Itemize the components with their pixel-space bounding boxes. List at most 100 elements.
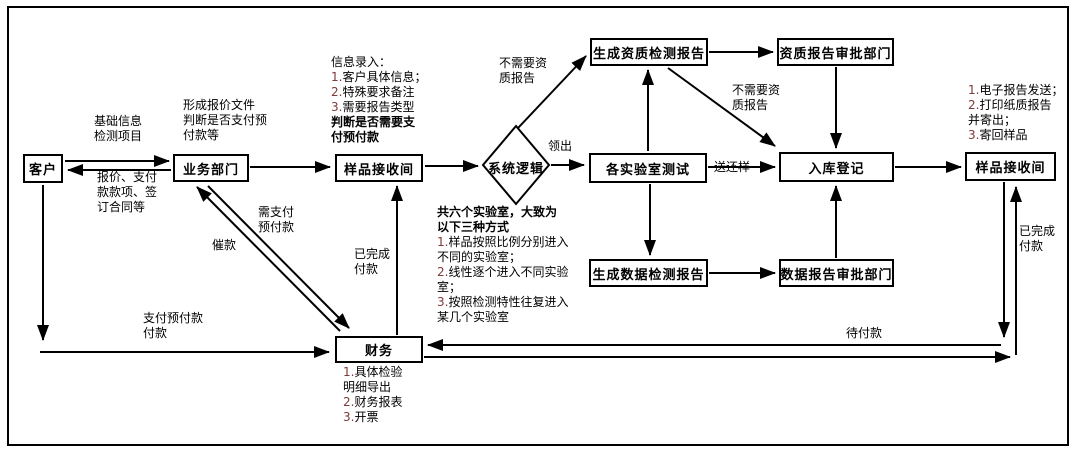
node-gen-qual-report: 生成资质检测报告 bbox=[590, 38, 708, 66]
note-line: 3.开票 bbox=[343, 410, 402, 425]
note-line: 2.财务报表 bbox=[343, 395, 402, 410]
note-line: 以下三种方式 bbox=[437, 220, 568, 235]
list-number: 3. bbox=[437, 295, 449, 309]
note-text: 不同的实验室； bbox=[437, 250, 522, 264]
note-line: 1.样品按照比例分别进入 bbox=[437, 235, 568, 250]
label-form-quote: 形成报价文件 判断是否支付预 付款等 bbox=[183, 98, 267, 143]
node-customer: 客户 bbox=[23, 154, 63, 183]
label-take-out: 领出 bbox=[548, 139, 573, 153]
note-line: 3.需要报告类型 bbox=[331, 100, 426, 115]
note-line: 2.线性逐个进入不同实验 bbox=[437, 265, 568, 280]
note-text: 线性逐个进入不同实验 bbox=[448, 265, 569, 279]
node-sample-right: 样品接收间 bbox=[965, 152, 1056, 181]
note-text: 判断是否需要支 bbox=[331, 115, 416, 129]
list-number: 3. bbox=[968, 128, 980, 142]
label-line: 报价、支付 bbox=[97, 170, 158, 184]
note-text: 明细导出 bbox=[343, 380, 392, 394]
note-text: 并寄出； bbox=[968, 113, 1017, 127]
label-line: 质报告 bbox=[732, 98, 769, 112]
list-number: 1. bbox=[331, 70, 343, 84]
label-line: 形成报价文件 bbox=[183, 98, 256, 112]
list-number: 2. bbox=[331, 85, 343, 99]
label-pending-pay: 待付款 bbox=[846, 326, 883, 340]
label-line: 不需要资 bbox=[732, 83, 781, 97]
node-finance: 财务 bbox=[335, 336, 423, 363]
note-line: 3.寄回样品 bbox=[968, 128, 1063, 143]
label-done-pay-left: 已完成 付款 bbox=[354, 247, 390, 277]
label-line: 质报告 bbox=[499, 71, 536, 85]
label-line: 订合同等 bbox=[97, 200, 146, 214]
label-line: 检测项目 bbox=[94, 129, 143, 143]
note-line: 共六个实验室，大致为 bbox=[437, 205, 568, 220]
edge-business-to-finance bbox=[207, 185, 350, 329]
note-text: 特殊要求备注 bbox=[342, 85, 415, 99]
label-done-pay-right: 已完成 付款 bbox=[1019, 224, 1055, 254]
node-system-logic-label: 系统逻辑 bbox=[487, 162, 544, 177]
note-line: 判断是否需要支 bbox=[331, 115, 426, 130]
note-line: 2.特殊要求备注 bbox=[331, 85, 426, 100]
note-text: 某几个实验室 bbox=[437, 310, 510, 324]
label-line: 不需要资 bbox=[499, 56, 548, 70]
note-text: 打印纸质报告 bbox=[979, 98, 1052, 112]
label-line: 付款等 bbox=[183, 128, 220, 142]
label-line: 付款 bbox=[143, 326, 168, 340]
note-line: 付预付款 bbox=[331, 130, 426, 145]
note-report-send: 1.电子报告发送； 2.打印纸质报告 并寄出； 3.寄回样品 bbox=[968, 83, 1063, 143]
note-finance-tasks: 1.具体检验 明细导出 2.财务报表 3.开票 bbox=[343, 365, 402, 425]
label-basic-info: 基础信息 检测项目 bbox=[94, 114, 142, 144]
list-number: 2. bbox=[343, 395, 355, 409]
note-info-entry: 信息录入： 1.客户具体信息； 2.特殊要求备注 3.需要报告类型 判断是否需要… bbox=[331, 55, 426, 145]
note-text: 以下三种方式 bbox=[437, 220, 510, 234]
note-text: 样品按照比例分别进入 bbox=[448, 235, 569, 249]
note-text: 按照检测特性往复进入 bbox=[448, 295, 569, 309]
label-line: 需支付 bbox=[258, 205, 295, 219]
node-system-logic-diamond bbox=[481, 124, 551, 206]
note-line: 2.打印纸质报告 bbox=[968, 98, 1063, 113]
node-business: 业务部门 bbox=[173, 154, 249, 182]
node-warehouse: 入库登记 bbox=[779, 152, 894, 182]
note-text: 信息录入： bbox=[331, 55, 392, 69]
node-data-approval: 数据报告审批部门 bbox=[779, 259, 894, 287]
label-return-sample: 送还样 bbox=[714, 160, 751, 174]
list-number: 3. bbox=[343, 410, 355, 424]
node-gen-data-report: 生成数据检测报告 bbox=[589, 259, 708, 287]
node-sample-left: 样品接收间 bbox=[335, 154, 423, 182]
label-line: 基础信息 bbox=[94, 114, 143, 128]
node-labs: 各实验室测试 bbox=[589, 153, 707, 183]
list-number: 1. bbox=[968, 83, 980, 97]
note-text: 室； bbox=[437, 280, 462, 294]
label-need-prepay: 需支付 预付款 bbox=[258, 205, 294, 235]
note-line: 1.客户具体信息； bbox=[331, 70, 426, 85]
note-text: 寄回样品 bbox=[979, 128, 1028, 142]
note-six-labs: 共六个实验室，大致为 以下三种方式 1.样品按照比例分别进入 不同的实验室； 2… bbox=[437, 205, 568, 325]
label-urge-pay: 催款 bbox=[212, 238, 237, 252]
label-line: 付款 bbox=[1019, 239, 1044, 253]
label-line: 支付预付款 bbox=[143, 311, 204, 325]
label-line: 已完成 bbox=[354, 247, 391, 261]
node-qual-approval: 资质报告审批部门 bbox=[777, 38, 894, 66]
note-line: 1.具体检验 bbox=[343, 365, 402, 380]
label-quote-pay: 报价、支付 款款项、签 订合同等 bbox=[97, 170, 157, 215]
note-text: 付预付款 bbox=[331, 130, 380, 144]
note-text: 财务报表 bbox=[354, 395, 403, 409]
label-line: 预付款 bbox=[258, 220, 295, 234]
edge-logic-to-gen-qual bbox=[517, 55, 587, 129]
note-line: 3.按照检测特性往复进入 bbox=[437, 295, 568, 310]
list-number: 1. bbox=[343, 365, 355, 379]
note-line: 某几个实验室 bbox=[437, 310, 568, 325]
list-number: 2. bbox=[437, 265, 449, 279]
note-text: 共六个实验室，大致为 bbox=[437, 205, 558, 219]
label-line: 判断是否支付预 bbox=[183, 113, 268, 127]
list-number: 1. bbox=[437, 235, 449, 249]
list-number: 2. bbox=[968, 98, 980, 112]
label-pay-prepay: 支付预付款 付款 bbox=[143, 311, 203, 341]
label-line: 已完成 bbox=[1019, 224, 1056, 238]
note-line: 信息录入： bbox=[331, 55, 426, 70]
label-no-qual-report-1: 不需要资 质报告 bbox=[499, 56, 547, 86]
edge-finance-to-business bbox=[196, 186, 341, 332]
note-text: 开票 bbox=[354, 410, 379, 424]
note-text: 具体检验 bbox=[354, 365, 403, 379]
note-line: 不同的实验室； bbox=[437, 250, 568, 265]
